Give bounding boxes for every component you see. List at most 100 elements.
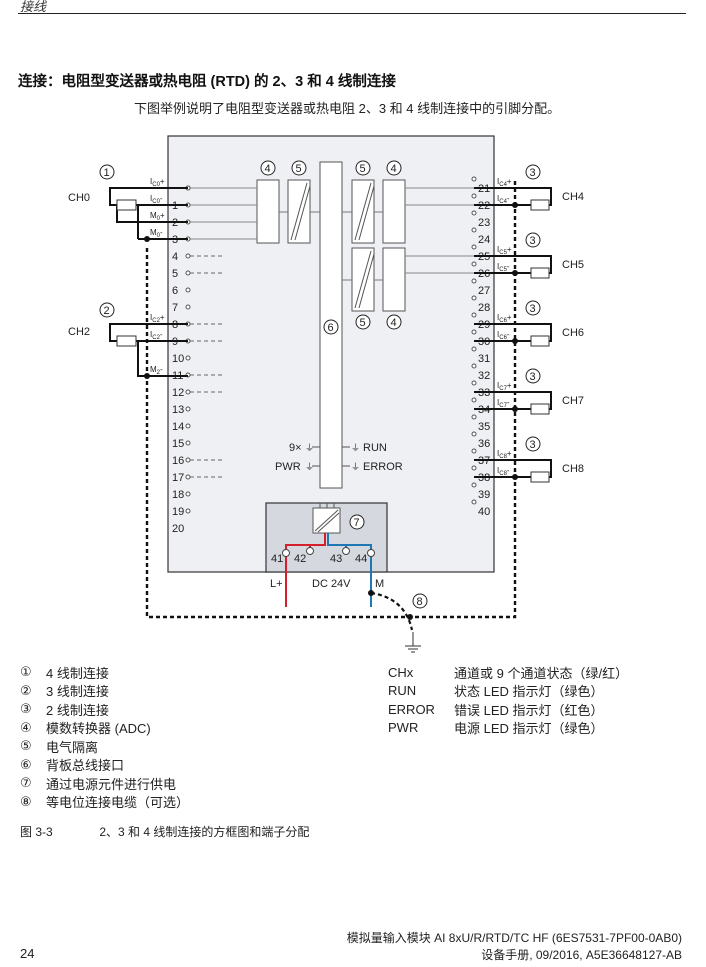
terminal-screw bbox=[471, 261, 477, 267]
terminal-screw bbox=[185, 406, 191, 412]
terminal-screw bbox=[185, 304, 191, 310]
terminal-41: 41 bbox=[271, 553, 283, 565]
terminal-screw bbox=[471, 176, 477, 182]
ch7-label: CH7 bbox=[562, 395, 584, 407]
legend-text: 模数转换器 (ADC) bbox=[46, 721, 151, 737]
legend-text: 2 线制连接 bbox=[46, 702, 109, 718]
page-number: 24 bbox=[20, 946, 35, 961]
legend-number: ① bbox=[20, 664, 32, 680]
terminal-13: 13 bbox=[172, 404, 184, 416]
ground-icon bbox=[405, 632, 421, 653]
ch0-label: CH0 bbox=[68, 192, 90, 204]
m-label: M bbox=[375, 578, 384, 590]
callout-4: 4 bbox=[265, 163, 271, 175]
ch4-label: CH4 bbox=[562, 191, 584, 203]
svg-text:IC8+: IC8+ bbox=[497, 449, 512, 460]
terminal-44: 44 bbox=[355, 553, 367, 565]
rtd-resistor bbox=[530, 471, 550, 483]
legend-number: ⑦ bbox=[20, 775, 32, 791]
terminal-36: 36 bbox=[478, 438, 490, 450]
terminal-screw bbox=[471, 278, 477, 284]
legend-number: ⑧ bbox=[20, 793, 32, 809]
ch5-label: CH5 bbox=[562, 259, 584, 271]
rtd-resistor bbox=[530, 199, 550, 211]
terminal-screw bbox=[471, 465, 477, 471]
terminal-23: 23 bbox=[478, 217, 490, 229]
terminal-5: 5 bbox=[172, 268, 178, 280]
led-channel-count: 9× bbox=[289, 442, 302, 454]
terminal-screw bbox=[471, 363, 477, 369]
callout-2: 2 bbox=[104, 305, 110, 317]
svg-text:IC4+: IC4+ bbox=[497, 177, 512, 188]
legend-item: ⑦ 通过电源元件进行供电 bbox=[20, 774, 189, 793]
svg-text:IC5+: IC5+ bbox=[497, 245, 512, 256]
legend-item: ④ 模数转换器 (ADC) bbox=[20, 719, 189, 738]
svg-text:IC7+: IC7+ bbox=[497, 381, 512, 392]
terminal-19: 19 bbox=[172, 506, 184, 518]
terminal-screw bbox=[185, 423, 191, 429]
terminal-31: 31 bbox=[478, 353, 490, 365]
equipotential-cable bbox=[370, 591, 414, 631]
callout-7: 7 bbox=[354, 517, 360, 529]
figure-number: 图 3-3 bbox=[20, 825, 53, 839]
terminal-43: 43 bbox=[330, 553, 342, 565]
adc-right-1 bbox=[382, 179, 406, 244]
ch6-label: CH6 bbox=[562, 327, 584, 339]
legend-number: ④ bbox=[20, 719, 32, 735]
legend-number: ⑤ bbox=[20, 738, 32, 754]
svg-text:IC7-: IC7- bbox=[497, 398, 510, 409]
svg-text:M2-: M2- bbox=[150, 365, 163, 376]
terminal-screw bbox=[185, 287, 191, 293]
svg-text:IC0-: IC0- bbox=[150, 194, 163, 205]
adc-left bbox=[256, 179, 280, 244]
dc24v-label: DC 24V bbox=[312, 578, 351, 590]
terminal-screw bbox=[471, 193, 477, 199]
svg-text:IC4-: IC4- bbox=[497, 194, 510, 205]
svg-text:IC0+: IC0+ bbox=[150, 177, 165, 188]
terminal-6: 6 bbox=[172, 285, 178, 297]
rtd-resistor bbox=[530, 267, 550, 279]
callout-3: 3 bbox=[530, 167, 536, 179]
terminal-screw bbox=[471, 227, 477, 233]
callout-5: 5 bbox=[360, 163, 366, 175]
svg-text:M0+: M0+ bbox=[150, 211, 165, 222]
legend-text: 通过电源元件进行供电 bbox=[46, 776, 177, 792]
terminal-screw bbox=[185, 491, 191, 497]
legend-text: 等电位连接电缆（可选） bbox=[46, 795, 190, 811]
svg-text:IC2-: IC2- bbox=[150, 330, 163, 341]
svg-text:IC6-: IC6- bbox=[497, 330, 510, 341]
figure-title: 2、3 和 4 线制连接的方框图和端子分配 bbox=[99, 825, 310, 839]
callout-4: 4 bbox=[391, 317, 397, 329]
svg-text:IC2+: IC2+ bbox=[150, 313, 165, 324]
led-icon: ⏚ bbox=[351, 443, 360, 454]
led-run-label: RUN bbox=[363, 442, 387, 454]
header-rule bbox=[18, 13, 686, 14]
svg-text:M0-: M0- bbox=[150, 228, 163, 239]
callout-5: 5 bbox=[360, 317, 366, 329]
legend-text: 背板总线接口 bbox=[46, 758, 125, 774]
callout-8: 8 bbox=[417, 596, 423, 608]
terminal-32: 32 bbox=[478, 370, 490, 382]
rtd-resistor-ch2 bbox=[116, 335, 137, 347]
terminal-18: 18 bbox=[172, 489, 184, 501]
legend-text: 电气隔离 bbox=[46, 739, 99, 755]
terminal-screw bbox=[471, 431, 477, 437]
rtd-resistor bbox=[530, 335, 550, 347]
led-icon: ⏚ bbox=[305, 462, 314, 473]
ch8-label: CH8 bbox=[562, 463, 584, 475]
terminal-screw bbox=[185, 440, 191, 446]
legend-text: 电源 LED 指示灯（绿色） bbox=[454, 721, 604, 737]
callout-6: 6 bbox=[328, 322, 334, 334]
adc-right-2 bbox=[382, 247, 406, 312]
terminal-screw bbox=[471, 329, 477, 335]
intro-text: 下图举例说明了电阻型变送器或热电阻 2、3 和 4 线制连接中的引脚分配。 bbox=[134, 101, 561, 116]
